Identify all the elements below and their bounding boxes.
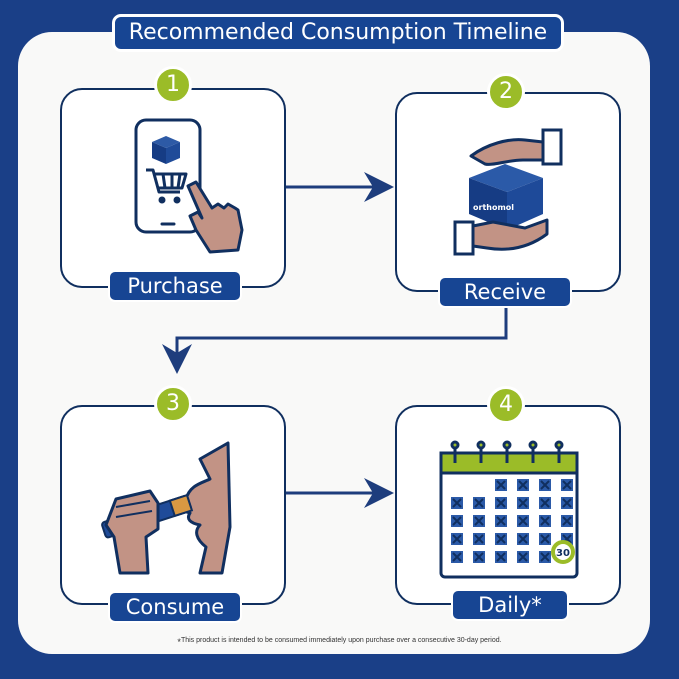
- calendar-x-mark: [540, 552, 550, 562]
- receive-package-icon: orthomol: [453, 128, 563, 256]
- step-label-receive: Receive: [438, 276, 572, 308]
- step-card-receive: orthomol: [395, 92, 621, 292]
- calendar-x-mark: [474, 534, 484, 544]
- calendar-x-mark: [518, 516, 528, 526]
- calendar-x-mark: [474, 552, 484, 562]
- step-number-2: 2: [487, 73, 525, 111]
- calendar-day-number: 30: [556, 548, 570, 559]
- arrow-receive-to-consume: [162, 308, 508, 374]
- calendar-x-mark: [496, 498, 506, 508]
- step-label-purchase: Purchase: [108, 270, 242, 302]
- calendar-x-mark: [518, 534, 528, 544]
- step-card-daily: 30: [395, 405, 621, 605]
- phone-shopping-icon: [134, 118, 244, 254]
- package-icon: [152, 136, 180, 164]
- calendar-x-mark: [562, 480, 572, 490]
- calendar-x-mark: [518, 480, 528, 490]
- calendar-x-mark: [452, 498, 462, 508]
- calendar-x-mark: [496, 552, 506, 562]
- step-card-purchase: [60, 88, 286, 288]
- footnote-text: This product is intended to be consumed …: [180, 637, 502, 644]
- footnote: *This product is intended to be consumed…: [0, 637, 679, 647]
- calendar-x-mark: [496, 480, 506, 490]
- step-number-3: 3: [154, 385, 192, 423]
- calendar-x-mark: [540, 498, 550, 508]
- calendar-x-mark: [518, 552, 528, 562]
- calendar-x-mark: [474, 516, 484, 526]
- brand-label: orthomol: [473, 203, 514, 212]
- calendar-x-mark: [452, 552, 462, 562]
- cart-icon: [146, 168, 188, 194]
- calendar-icon: 30: [439, 440, 579, 579]
- calendar-x-mark: [540, 516, 550, 526]
- calendar-x-mark: [496, 516, 506, 526]
- pointing-hand-icon: [186, 180, 244, 254]
- step-label-consume: Consume: [108, 591, 242, 623]
- calendar-x-mark: [474, 498, 484, 508]
- calendar-x-mark: [562, 516, 572, 526]
- page-title: Recommended Consumption Timeline: [112, 14, 564, 52]
- calendar-x-mark: [540, 480, 550, 490]
- calendar-x-mark: [452, 534, 462, 544]
- calendar-x-mark: [562, 498, 572, 508]
- calendar-x-mark: [496, 534, 506, 544]
- calendar-x-mark: [540, 534, 550, 544]
- calendar-x-mark: [452, 516, 462, 526]
- step-label-daily: Daily*: [451, 589, 569, 621]
- calendar-day-grid: [451, 479, 573, 563]
- step-number-1: 1: [154, 66, 192, 104]
- footnote-asterisk: *: [177, 637, 181, 647]
- step-number-4: 4: [487, 386, 525, 424]
- drinking-person-icon: orthomol: [101, 441, 232, 575]
- calendar-x-mark: [518, 498, 528, 508]
